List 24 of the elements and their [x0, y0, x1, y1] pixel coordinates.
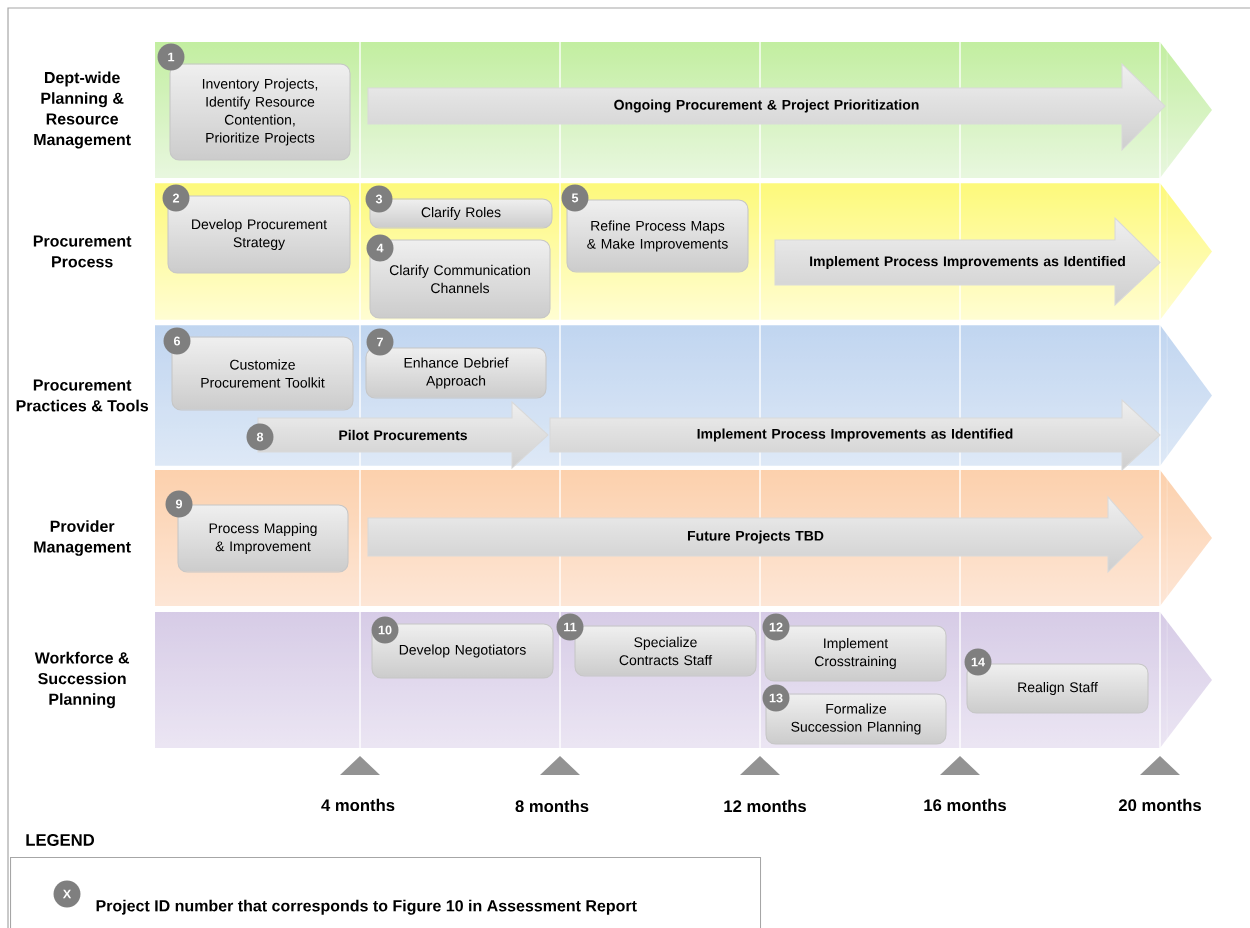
number-badge: 2: [162, 184, 190, 212]
number-badge: 14: [964, 648, 992, 676]
number-badge: 4: [366, 234, 394, 262]
number-badge: 6: [163, 327, 191, 355]
task-box: Inventory Projects, Identify Resource Contention, Prioritize Projects: [169, 63, 351, 161]
number-badge: 10: [371, 616, 399, 644]
task-box: Enhance Debrief Approach: [365, 347, 547, 399]
axis-label: LEGEND: [26, 834, 95, 846]
task-box: Specialize Contracts Staff: [574, 625, 757, 677]
number-badge: 9: [165, 490, 193, 518]
number-badge: 3: [365, 185, 393, 213]
number-badge: 11: [556, 613, 584, 641]
axis-label: 12 months: [724, 799, 806, 813]
axis-label: 8 months: [515, 799, 589, 813]
number-badge: 8: [246, 423, 274, 451]
number-badge: X: [53, 880, 81, 908]
axis-label: 4 months: [321, 798, 395, 812]
number-badge: 1: [157, 43, 185, 71]
number-badge: 13: [762, 684, 790, 712]
axis-label: 16 months: [924, 798, 1006, 812]
number-badge: 7: [366, 328, 394, 356]
number-badge: 5: [561, 184, 589, 212]
axis-label: 20 months: [1118, 798, 1201, 812]
number-badge: 12: [762, 613, 790, 641]
